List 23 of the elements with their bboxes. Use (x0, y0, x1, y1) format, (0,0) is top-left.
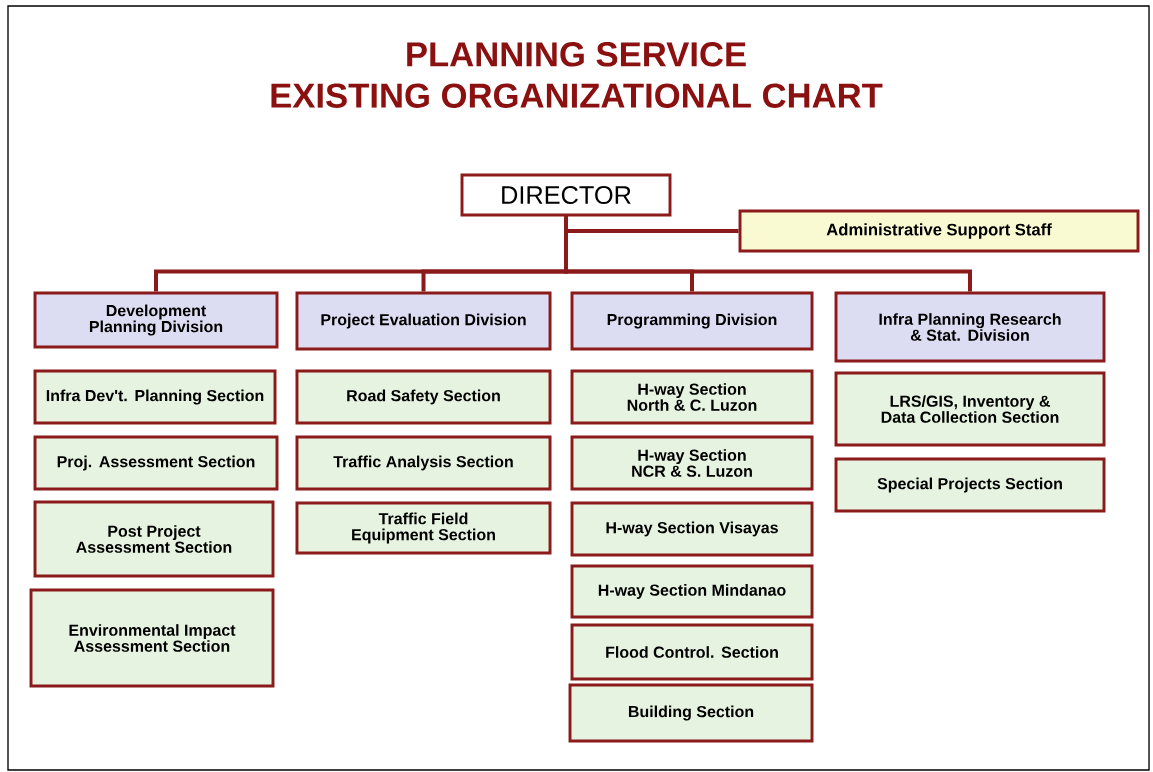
section-box: Flood Control. Section (570, 623, 814, 681)
chart-title: PLANNING SERVICE EXISTING ORGANIZATIONAL CHART (271, 42, 883, 108)
section-box: Infra Dev't. Planning Section (33, 369, 277, 425)
section-box: Road Safety Section (295, 369, 552, 425)
staff-box: Administrative Support Staff (738, 209, 1140, 253)
section-box: H-way Section Mindanao (570, 564, 814, 619)
division-box: Programming Division (570, 291, 814, 351)
section-box: Special Projects Section (834, 457, 1106, 513)
section-box: H-way Section Visayas (570, 501, 814, 557)
division-box: Infra Planning Research & Stat. Division (834, 291, 1106, 363)
section-box: Proj. Assessment Section (33, 435, 279, 491)
section-box: Traffic Field Equipment Section (295, 501, 552, 555)
section-box: Building Section (568, 683, 814, 743)
section-box: Post Project Assessment Section (33, 500, 275, 578)
director-box: DIRECTOR (460, 173, 672, 217)
section-box: Environmental Impact Assessment Section (29, 588, 275, 688)
division-box: Project Evaluation Division (295, 291, 552, 351)
connector-line (564, 216, 972, 292)
section-box: Traffic Analysis Section (295, 435, 552, 491)
section-box: H-way Section North & C. Luzon (570, 369, 814, 425)
section-box: H-way Section NCR & S. Luzon (570, 435, 814, 491)
section-box: LRS/GIS, Inventory & Data Collection Section (834, 371, 1106, 447)
division-box: Development Planning Division (33, 291, 279, 349)
